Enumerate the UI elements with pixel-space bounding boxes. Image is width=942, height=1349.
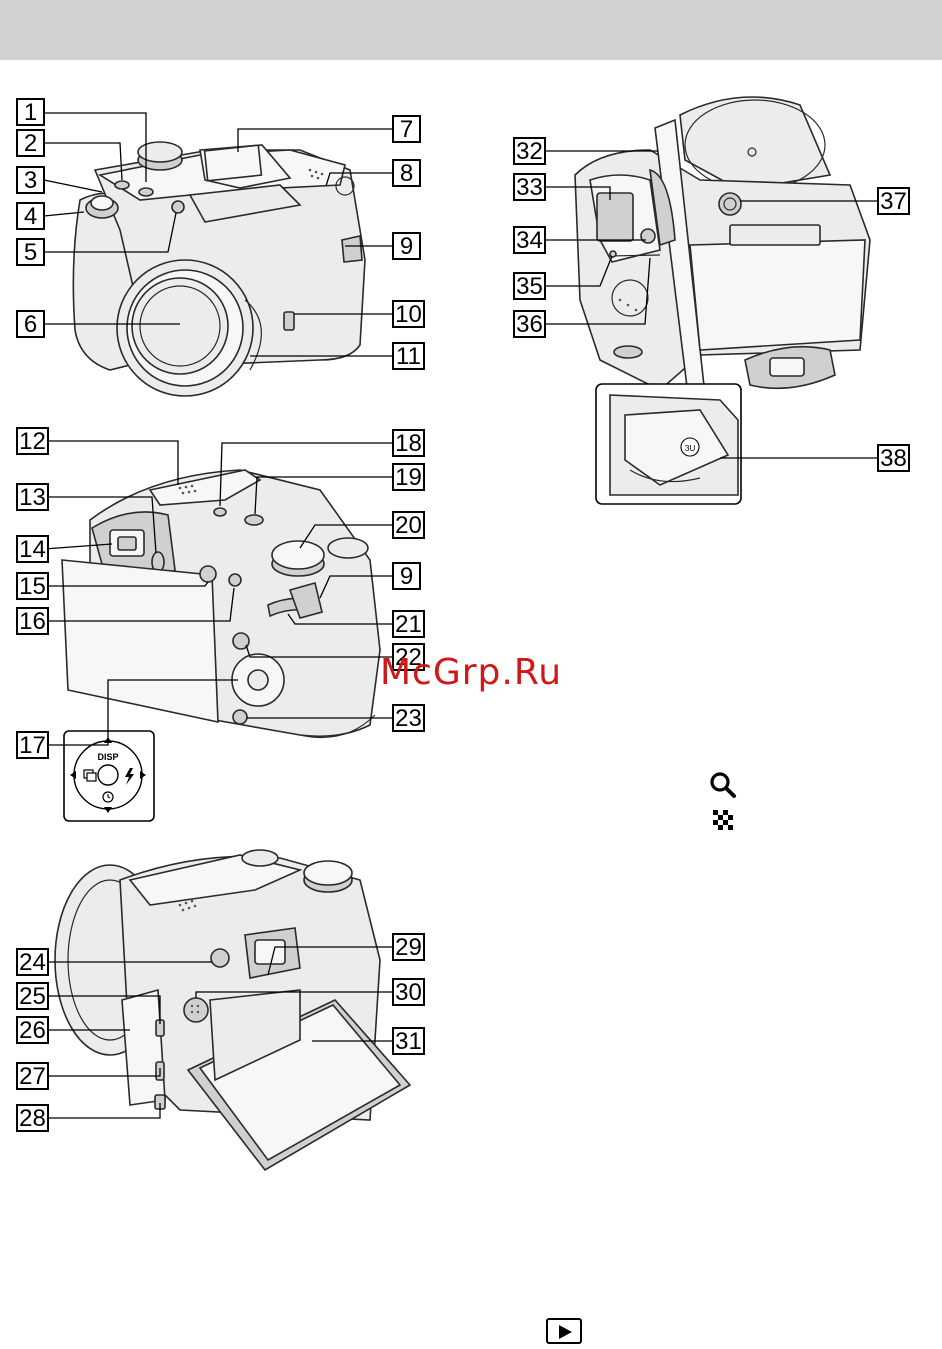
callout-c21: 21	[393, 611, 424, 638]
callout-c24: 24	[17, 949, 48, 976]
callout-c37: 37	[878, 188, 909, 215]
callout-label: 9	[400, 233, 413, 260]
callout-c8: 8	[393, 160, 420, 187]
callout-label: 34	[516, 227, 543, 254]
callout-c33: 33	[514, 174, 545, 201]
callout-label: 6	[24, 311, 37, 338]
callout-label: 29	[395, 934, 422, 961]
callout-label: 9	[400, 563, 413, 590]
callout-label: 16	[19, 608, 46, 635]
camera-bottom-battery-illustration	[575, 97, 870, 395]
callout-c19: 19	[393, 464, 424, 491]
callout-c5: 5	[17, 239, 44, 266]
callout-c36: 36	[514, 311, 545, 338]
callout-label: 8	[400, 160, 413, 187]
callout-label: 2	[24, 130, 37, 157]
callout-c9b: 9	[393, 563, 420, 590]
magnifier-icon	[708, 770, 738, 800]
play-icon	[546, 1318, 582, 1344]
callout-label: 11	[396, 343, 421, 370]
camera-back-illustration	[62, 470, 380, 738]
callout-label: 26	[19, 1017, 46, 1044]
callout-c2: 2	[17, 130, 44, 157]
callout-c28: 28	[17, 1105, 48, 1132]
checkerboard-icon	[713, 810, 733, 830]
callout-c34: 34	[514, 227, 545, 254]
callout-label: 31	[395, 1028, 422, 1055]
callout-label: 24	[19, 949, 46, 976]
callout-label: 3	[24, 167, 37, 194]
callout-c12: 12	[17, 428, 48, 455]
callout-label: 36	[516, 311, 543, 338]
callout-label: 21	[395, 611, 422, 638]
callout-label: 19	[395, 464, 422, 491]
callout-c35: 35	[514, 273, 545, 300]
callout-c7: 7	[393, 116, 420, 143]
callout-label: 13	[19, 484, 46, 511]
callout-label: 1	[24, 99, 37, 126]
callout-label: 15	[19, 573, 46, 600]
callout-c10: 10	[393, 301, 424, 328]
callout-label: 23	[395, 705, 422, 732]
callout-c15: 15	[17, 573, 48, 600]
camera-front-illustration	[73, 142, 365, 396]
callout-c30: 30	[393, 979, 424, 1006]
callout-label: 12	[19, 428, 46, 455]
callout-label: 14	[19, 536, 46, 563]
callout-label: 18	[395, 430, 422, 457]
callout-c18: 18	[393, 430, 424, 457]
callout-label: 37	[880, 188, 907, 215]
callout-label: 20	[395, 512, 422, 539]
callout-c23: 23	[393, 705, 424, 732]
callout-label: 4	[24, 203, 37, 230]
callout-c17: 17	[17, 732, 48, 759]
callout-label: 10	[395, 301, 422, 328]
callout-label: 17	[19, 732, 46, 759]
callout-c4: 4	[17, 203, 44, 230]
callout-c27: 27	[17, 1063, 48, 1090]
callout-label: 27	[19, 1063, 46, 1090]
callout-label: 28	[19, 1105, 46, 1132]
callout-c38: 38	[878, 445, 909, 472]
callout-label: 25	[19, 983, 46, 1010]
memory-card-inset: ЗU	[596, 384, 741, 504]
callout-label: 30	[395, 979, 422, 1006]
callout-c6: 6	[17, 311, 44, 338]
callout-label: 32	[516, 138, 543, 165]
callout-c32: 32	[514, 138, 545, 165]
callout-label: 5	[24, 239, 37, 266]
camera-rear-tilted-lcd-illustration	[55, 850, 410, 1170]
callout-c11: 11	[393, 343, 424, 370]
callout-c14: 14	[17, 536, 48, 563]
callout-c3: 3	[17, 167, 44, 194]
callout-label: 35	[516, 273, 543, 300]
callout-c9a: 9	[393, 233, 420, 260]
callout-label: 38	[880, 445, 907, 472]
callout-c29: 29	[393, 934, 424, 961]
callout-label: 7	[400, 116, 413, 143]
callout-c1: 1	[17, 99, 44, 126]
callout-c25: 25	[17, 983, 48, 1010]
watermark-text: McGrp.Ru	[380, 652, 562, 693]
disp-label: DISP	[97, 752, 118, 762]
callout-c16: 16	[17, 608, 48, 635]
callout-c26: 26	[17, 1017, 48, 1044]
callout-c31: 31	[393, 1028, 424, 1055]
svg-text:ЗU: ЗU	[685, 444, 696, 453]
callout-label: 33	[516, 174, 543, 201]
callout-c13: 13	[17, 484, 48, 511]
callout-c20: 20	[393, 512, 424, 539]
